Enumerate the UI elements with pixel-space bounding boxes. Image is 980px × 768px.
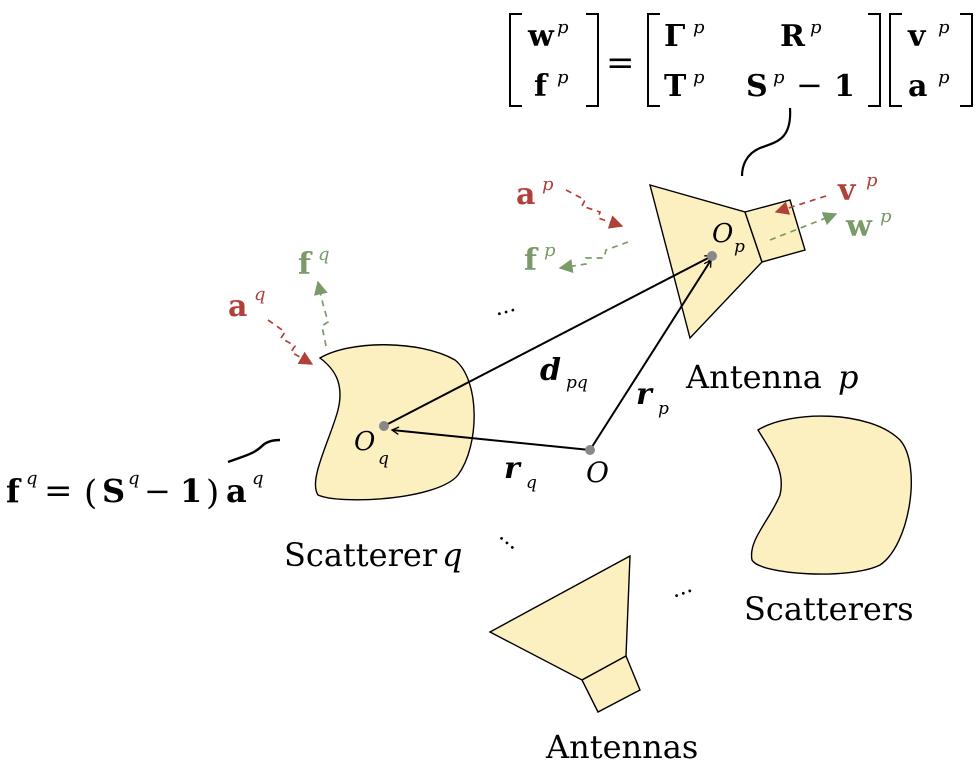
- label-a-p: a: [516, 177, 535, 212]
- label-v-p: v: [837, 173, 857, 208]
- scatterer-callout-curve: [227, 438, 281, 464]
- label-a-q-sup: q: [254, 284, 266, 305]
- label-scatterers: Scatterers: [744, 590, 914, 628]
- eq2-f-sup: q: [26, 468, 38, 489]
- eq2-S: S: [102, 472, 125, 510]
- eq-a-sup: p: [938, 67, 950, 88]
- ellipsis-right: ···: [670, 579, 698, 610]
- eq2-S-sup: q: [128, 468, 140, 489]
- eq-v-sup: p: [938, 17, 950, 38]
- Oq-point: [379, 421, 389, 431]
- eq-gamma: Γ: [664, 19, 685, 54]
- wave-aq-arrow: [267, 319, 314, 365]
- label-scatterer-q: Scatterer: [284, 536, 438, 574]
- vector-r-p: [589, 258, 712, 451]
- label-rq: r: [504, 451, 522, 486]
- label-Op-sub: p: [734, 237, 745, 257]
- eq-T: T: [664, 69, 687, 104]
- eq-gamma-sup: p: [693, 17, 705, 38]
- bracket-left-3: [889, 13, 902, 107]
- label-d: d: [540, 353, 561, 388]
- Op-point: [707, 251, 717, 261]
- label-Oq: O: [354, 427, 375, 457]
- eq-R: R: [780, 19, 806, 54]
- wave-wp-arrow: [769, 212, 838, 241]
- bracket-right-1: [586, 13, 599, 107]
- label-scatterer-q-var: q: [442, 536, 462, 574]
- eq2-minus: −: [144, 472, 171, 510]
- vector-d-pq: [383, 255, 714, 427]
- label-rq-sub: q: [526, 473, 537, 493]
- label-f-p-sup: p: [544, 240, 556, 261]
- ellipsis-top: ···: [493, 298, 520, 328]
- label-antenna-p: Antenna: [685, 358, 822, 396]
- eq2-open: (: [84, 473, 97, 513]
- origin-point: [585, 445, 595, 455]
- label-rp-sub: p: [658, 399, 669, 419]
- eq2-equals: =: [44, 471, 73, 511]
- eq-equals: =: [606, 43, 635, 83]
- scatterer-other-shape: [750, 415, 912, 575]
- eq-f-sup: p: [557, 67, 569, 88]
- eq-minus: −: [796, 66, 823, 104]
- equation-callout-curve: [740, 107, 792, 177]
- eq2-a-sup: q: [252, 468, 264, 489]
- wave-fq-arrow: [313, 280, 329, 347]
- ellipsis-left: ···: [490, 527, 522, 560]
- eq-S-sup: p: [773, 67, 785, 88]
- eq-w: w: [527, 19, 555, 54]
- eq2-one: 1: [180, 472, 202, 510]
- eq2-f: f: [6, 472, 22, 510]
- wave-vp-arrow: [774, 195, 827, 215]
- scatterer-q-shape: [314, 344, 475, 501]
- bracket-left-1: [509, 13, 522, 107]
- eq-w-sup: p: [557, 17, 569, 38]
- label-antennas: Antennas: [545, 728, 698, 766]
- bracket-right-3: [960, 13, 973, 107]
- bracket-right-2: [868, 13, 881, 107]
- label-Op: O: [712, 219, 733, 249]
- eq2-a: a: [226, 472, 247, 510]
- antenna-p-shape: [649, 183, 806, 340]
- label-origin: O: [586, 456, 609, 489]
- vector-r-q: [390, 426, 591, 451]
- eq-S: S: [746, 69, 768, 104]
- label-antenna-p-var: p: [838, 358, 858, 396]
- label-f-q: f: [298, 247, 313, 282]
- wave-ap-arrow: [565, 189, 624, 229]
- label-a-p-sup: p: [542, 174, 554, 195]
- label-rp: r: [636, 377, 654, 412]
- eq-R-sup: p: [810, 17, 822, 38]
- label-f-p: f: [524, 243, 539, 278]
- wave-fp-arrow: [558, 241, 629, 274]
- bracket-left-2: [647, 13, 660, 107]
- eq-v: v: [907, 19, 927, 54]
- eq-a: a: [908, 69, 927, 104]
- label-f-q-sup: q: [318, 244, 330, 265]
- eq-f: f: [534, 69, 549, 104]
- antenna-equation: w p f p = Γ p R p T p S p − 1 v p a p: [509, 13, 973, 107]
- label-v-p-sup: p: [866, 170, 878, 191]
- label-d-sub: pq: [566, 373, 588, 393]
- eq-T-sup: p: [693, 67, 705, 88]
- label-Oq-sub: q: [378, 449, 389, 469]
- eq2-close: ): [206, 473, 219, 513]
- eq-one: 1: [834, 69, 855, 104]
- label-w-p: w: [845, 209, 873, 244]
- scatterer-equation: f q = ( S q − 1 ) a q: [6, 468, 264, 513]
- antenna-other-shape: [488, 554, 641, 713]
- label-w-p-sup: p: [880, 206, 892, 227]
- label-a-q: a: [228, 289, 247, 324]
